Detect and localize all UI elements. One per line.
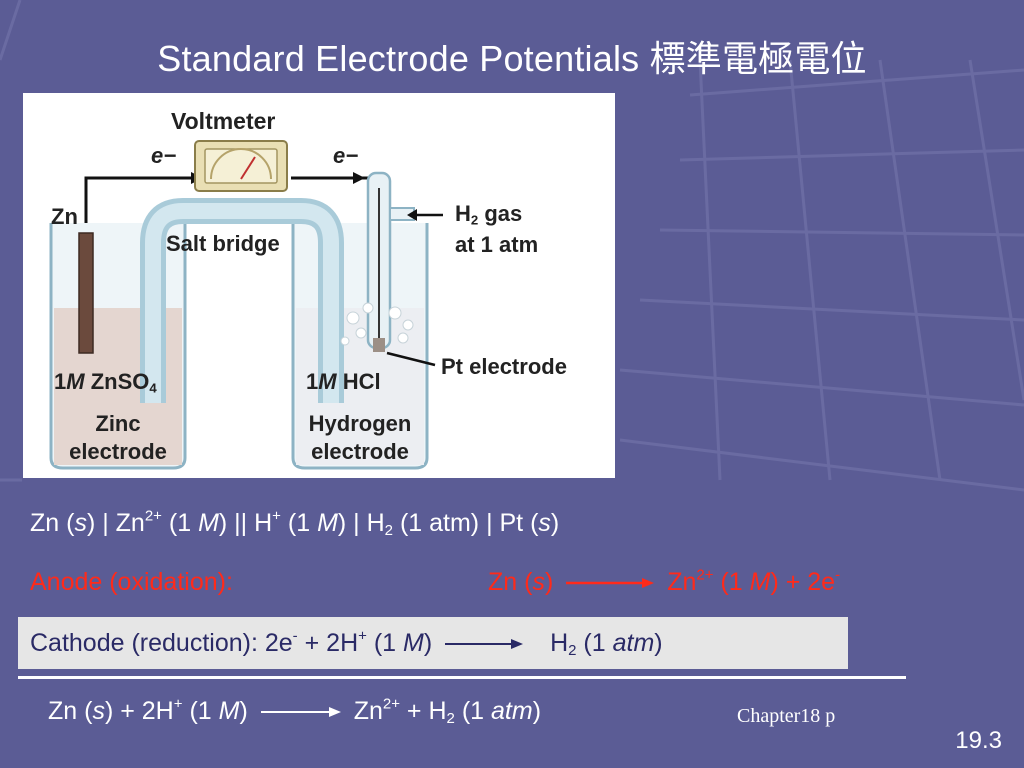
galvanic-cell-figure: Voltmeter e− e− Zn Salt bridge H2 gas at… bbox=[23, 93, 615, 478]
cathode-arrow bbox=[445, 639, 524, 650]
electron-label-left: e− bbox=[151, 143, 177, 168]
anode-arrow bbox=[566, 578, 655, 589]
page-title: Standard Electrode Potentials 標準電極電位 bbox=[157, 38, 867, 79]
anode-label: Anode (oxidation): bbox=[30, 568, 233, 596]
anode-reaction: Zn (s) Zn2+ (1 M) + 2e- bbox=[488, 566, 841, 596]
voltmeter-label: Voltmeter bbox=[171, 108, 276, 134]
overall-arrow bbox=[260, 707, 341, 718]
zinc-solution-label: 1M ZnSO4 bbox=[54, 369, 157, 396]
pt-electrode-label: Pt electrode bbox=[441, 354, 567, 379]
cathode-reaction-box bbox=[18, 617, 848, 669]
chapter-footnote: Chapter18 p bbox=[737, 705, 836, 727]
cathode-reaction: Cathode (reduction): 2e- + 2H+ (1 M) H2 … bbox=[30, 627, 663, 659]
cell-diagram bbox=[49, 140, 443, 470]
summation-divider bbox=[18, 676, 906, 679]
electron-label-right: e− bbox=[333, 143, 359, 168]
salt-bridge-label: Salt bridge bbox=[166, 231, 280, 256]
hcl-solution-label: 1M HCl bbox=[306, 369, 381, 394]
h2-gas-label: H2 gas bbox=[455, 201, 523, 228]
overall-reaction: Zn (s) + 2H+ (1 M) Zn2+ + H2 (1 atm) bbox=[48, 695, 542, 727]
zn-label: Zn bbox=[51, 204, 78, 229]
slide-number: 19.3 bbox=[955, 727, 1002, 754]
cell-notation: Zn (s) | Zn2+ (1 M) || H+ (1 M) | H2 (1 … bbox=[30, 507, 560, 539]
h2-gas-pressure-label: at 1 atm bbox=[455, 232, 539, 257]
